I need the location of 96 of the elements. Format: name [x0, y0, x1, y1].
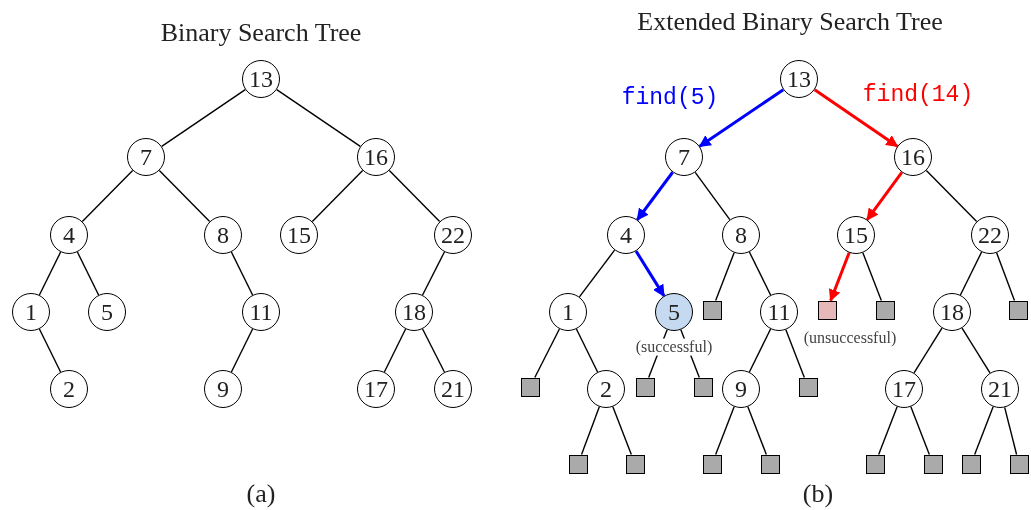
tree-node: 21 — [434, 370, 472, 408]
tree-node: 17 — [357, 370, 395, 408]
external-node — [520, 377, 540, 397]
tree-node: 15 — [837, 216, 875, 254]
tree-edge — [161, 88, 246, 148]
tree-edge — [913, 327, 943, 374]
result-annotation: (unsuccessful) — [802, 329, 898, 347]
panel-label: (a) — [246, 479, 276, 509]
search-label: find(14) — [862, 83, 974, 109]
tree-node: 16 — [357, 138, 395, 176]
tree-edge — [38, 251, 62, 296]
external-node — [760, 454, 780, 474]
external-node — [961, 454, 981, 474]
tree-node: 2 — [587, 370, 625, 408]
tree-edge — [973, 406, 994, 456]
tree-edge — [580, 406, 601, 456]
tree-node: 5 — [88, 293, 126, 331]
tree-edge — [230, 328, 254, 373]
external-node — [923, 454, 943, 474]
tree-edge — [383, 328, 407, 373]
tree-edge — [785, 329, 806, 379]
tree-edge — [76, 251, 100, 296]
external-node — [702, 454, 722, 474]
search-arrow — [636, 171, 674, 221]
tree-node: 11 — [760, 293, 798, 331]
search-arrow — [866, 171, 903, 221]
tree-edge — [877, 406, 898, 456]
external-node — [702, 300, 722, 320]
tree-title: Binary Search Tree — [160, 18, 362, 48]
tree-node: 22 — [971, 216, 1009, 254]
tree-edge — [959, 251, 983, 296]
tree-node: 11 — [242, 293, 280, 331]
search-arrow — [634, 250, 666, 297]
tree-edge — [276, 88, 361, 148]
tree-title: Extended Binary Search Tree — [637, 7, 943, 37]
tree-edge — [694, 171, 731, 221]
tree-edge — [714, 406, 735, 456]
tree-node: 1 — [12, 293, 50, 331]
tree-node: 22 — [434, 216, 472, 254]
tree-edge — [311, 169, 364, 223]
external-node — [635, 377, 655, 397]
tree-edge — [748, 251, 772, 296]
tree-edge — [388, 169, 441, 223]
external-node — [817, 300, 837, 320]
tree-edge — [81, 169, 134, 223]
tree-edge — [910, 406, 931, 456]
tree-edge — [421, 328, 446, 373]
tree-node: 8 — [722, 216, 760, 254]
tree-edge — [714, 252, 735, 302]
tree-node: 7 — [127, 138, 165, 176]
tree-node: 4 — [50, 216, 88, 254]
tree-edge — [862, 252, 883, 302]
tree-edge — [38, 328, 62, 373]
external-node — [693, 377, 713, 397]
tree-node: 13 — [242, 60, 280, 98]
tree-node: 18 — [395, 293, 433, 331]
tree-node: 9 — [722, 370, 760, 408]
tree-edge — [421, 251, 446, 296]
tree-edge — [158, 169, 211, 223]
tree-node: 9 — [204, 370, 242, 408]
tree-edge — [612, 406, 633, 456]
result-annotation: (successful) — [634, 338, 714, 356]
tree-node: 2 — [50, 370, 88, 408]
external-node — [865, 454, 885, 474]
tree-edge — [748, 328, 772, 373]
external-node — [1008, 300, 1028, 320]
external-node — [625, 454, 645, 474]
tree-edge — [961, 327, 991, 374]
tree-edge — [578, 249, 616, 298]
tree-node: 21 — [981, 370, 1019, 408]
external-node — [568, 454, 588, 474]
tree-node: 18 — [933, 293, 971, 331]
search-arrow — [813, 88, 899, 148]
tree-node: 8 — [204, 216, 242, 254]
tree-node: 7 — [665, 138, 703, 176]
tree-node: 17 — [885, 370, 923, 408]
tree-node: 16 — [894, 138, 932, 176]
tree-node: 4 — [607, 216, 645, 254]
tree-edge — [230, 251, 254, 296]
tree-node: 1 — [549, 293, 587, 331]
search-arrow — [828, 252, 851, 302]
tree-edge — [1003, 406, 1018, 456]
tree-node: 15 — [280, 216, 318, 254]
tree-edge — [747, 406, 768, 456]
tree-edge — [995, 252, 1016, 302]
tree-node: 5 — [655, 293, 693, 331]
search-arrow — [698, 88, 785, 148]
search-label: find(5) — [621, 86, 719, 112]
external-node — [1009, 454, 1029, 474]
tree-edge — [575, 328, 599, 373]
tree-edge — [925, 169, 978, 223]
external-node — [875, 300, 895, 320]
panel-label: (b) — [802, 479, 834, 509]
tree-edge — [534, 328, 561, 379]
external-node — [798, 377, 818, 397]
tree-node: 13 — [780, 60, 818, 98]
